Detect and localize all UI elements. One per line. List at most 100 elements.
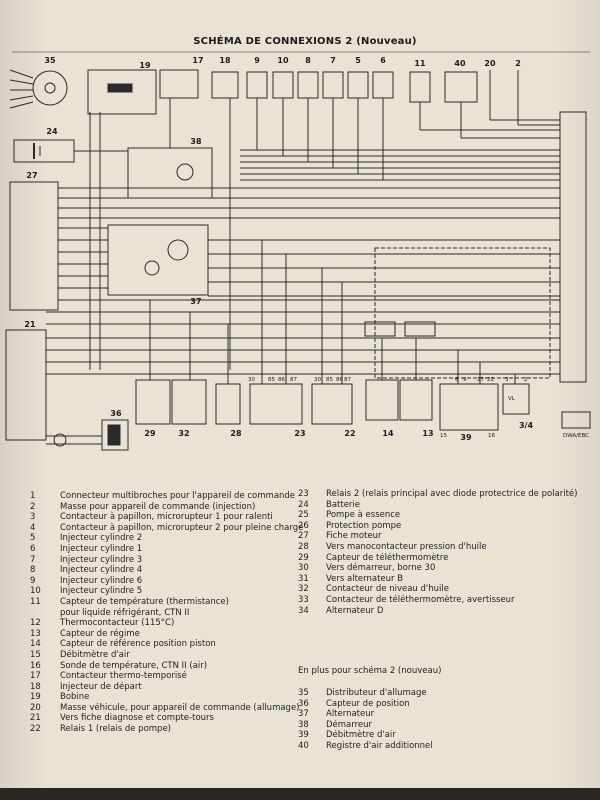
- legend-entry: 40 Registre d'air additionnel: [298, 741, 588, 752]
- terminal-87-relay22: 87: [344, 377, 351, 383]
- legend-number: 28: [298, 541, 309, 552]
- legend-entry: 7 Injecteur cylindre 3: [30, 555, 310, 566]
- legend-text: Alternateur D: [326, 605, 384, 616]
- legend-number: 3: [30, 512, 36, 523]
- legend-text: Sonde de température, CTN II (air): [60, 660, 208, 671]
- legend-number: 7: [30, 554, 36, 565]
- label-2: 2: [515, 59, 521, 68]
- legend-number: 31: [298, 573, 309, 584]
- distributor-35: [9, 69, 68, 109]
- legend-number: [30, 608, 60, 619]
- label-13: 13: [422, 429, 433, 438]
- label-35: 35: [44, 56, 56, 65]
- legend-text: Contacteur de téléthermomètre, avertisse…: [326, 594, 515, 605]
- label-22: 22: [344, 429, 355, 438]
- legend-number: 19: [30, 692, 41, 703]
- legend-text: Connecteur multibroches pour l'appareil …: [60, 491, 296, 501]
- legend-number: 35: [298, 688, 309, 698]
- legend-text: Capteur de référence position piston: [60, 639, 216, 650]
- label-8: 8: [305, 56, 311, 65]
- label-29: 29: [144, 429, 156, 438]
- terminal-9: 9: [463, 377, 467, 383]
- legend-subheading: En plus pour schéma 2 (nouveau): [298, 666, 442, 676]
- injector-5: [347, 71, 369, 99]
- legend-number: 39: [298, 730, 309, 741]
- legend-number: 4: [30, 522, 36, 533]
- label-19: 19: [139, 61, 151, 70]
- legend-text: Pompe à essence: [326, 510, 401, 521]
- legend-entry: 27 Fiche moteur: [298, 531, 588, 542]
- legend-text: Masse véhicule, pour appareil de command…: [60, 702, 300, 713]
- legend-entry: 31 Vers alternateur B: [298, 574, 588, 585]
- terminal-87-relay23: 87: [290, 377, 297, 383]
- legend-number: 17: [30, 671, 41, 682]
- legend-text: Vers alternateur B: [326, 573, 404, 584]
- label-17: 17: [192, 56, 203, 65]
- box-17: [159, 69, 199, 99]
- legend-text: Débitmètre d'air: [326, 730, 396, 741]
- air-valve-40: [444, 71, 478, 103]
- label-dwa-ebc: DWA/EBC: [563, 433, 589, 439]
- connector-28: [215, 383, 241, 425]
- legend-text: Relais 2 (relais principal avec diode pr…: [326, 489, 578, 499]
- label-39: 39: [460, 433, 472, 442]
- injector-9: [246, 71, 268, 99]
- legend-number: 5: [30, 533, 36, 544]
- label-14: 14: [382, 429, 394, 438]
- legend-text: Contacteur thermo-temporisé: [60, 671, 187, 682]
- sensor-36: [101, 419, 129, 451]
- terminal-16: 16: [488, 433, 495, 439]
- terminal-86-relay22: 86: [336, 377, 343, 383]
- legend-number: 9: [30, 575, 36, 586]
- legend-number: 29: [298, 552, 309, 563]
- label-9: 9: [254, 56, 260, 65]
- label-5: 5: [355, 56, 361, 65]
- legend-text: Alternateur: [326, 709, 375, 720]
- legend-text: Contacteur à papillon, microrupteur 2 po…: [60, 522, 304, 533]
- legend-text: Masse pour appareil de commande (injecti…: [60, 501, 256, 512]
- alternator-37: [107, 224, 209, 296]
- label-27: 27: [26, 171, 37, 180]
- label-18: 18: [219, 56, 231, 65]
- legend-entry: 2 Masse pour appareil de commande (inject…: [30, 502, 310, 513]
- legend-text: Capteur de téléthermomètre: [326, 552, 449, 563]
- legend-text: Injecteur de départ: [60, 681, 142, 692]
- legend-number: 1: [30, 491, 36, 501]
- injector-8: [297, 71, 319, 99]
- legend-text: Registre d'air additionnel: [326, 740, 433, 751]
- legend-number: 40: [298, 740, 309, 751]
- legend-number: 14: [30, 639, 41, 650]
- legend-number: 32: [298, 584, 309, 595]
- sensor-11: [409, 71, 431, 103]
- legend-text: Vers fiche diagnose et compte-tours: [60, 713, 214, 724]
- legend-number: 6: [30, 543, 36, 554]
- legend-number: 12: [30, 618, 41, 629]
- legend-number: 33: [298, 594, 309, 605]
- dwa-ebc-box: [561, 411, 591, 429]
- label-40: 40: [454, 59, 466, 68]
- legend-text: Injecteur cylindre 3: [60, 554, 143, 565]
- legend-number: 27: [298, 531, 309, 542]
- legend-entry: 14 Capteur de référence position piston: [30, 639, 310, 650]
- legend-text: Fiche moteur: [326, 531, 382, 542]
- legend-number: 2: [30, 501, 36, 512]
- legend-entry: 4 Contacteur à papillon, microrupteur 2 p…: [30, 523, 310, 534]
- label-23: 23: [294, 429, 305, 438]
- legend-text: Injecteur cylindre 2: [60, 533, 143, 544]
- legend-number: 21: [30, 713, 41, 724]
- legend-number: 26: [298, 520, 309, 531]
